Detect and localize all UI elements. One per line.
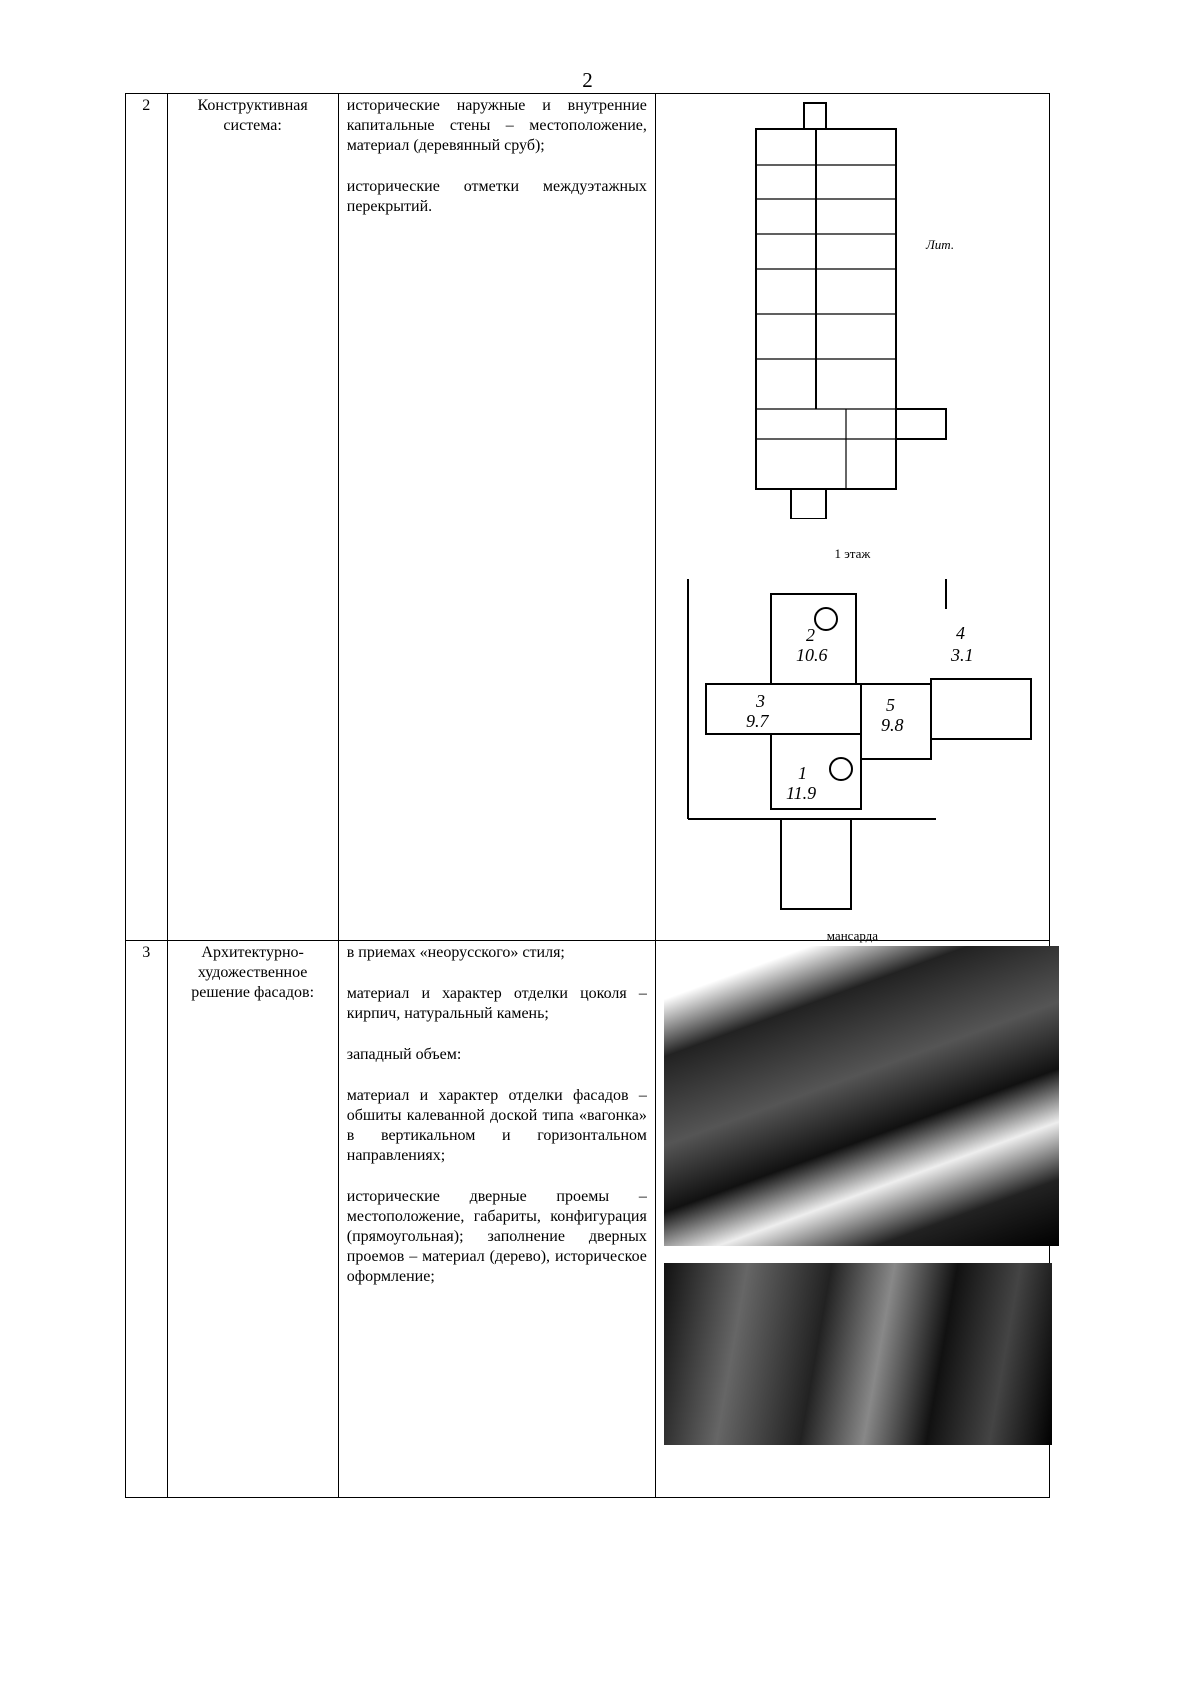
svg-text:3: 3 <box>755 691 765 711</box>
floor-plan-attic: 210.6 39.7 59.8 111.9 43.1 <box>686 579 1032 910</box>
paragraph: в приемах «неорусского» стиля; <box>346 944 565 961</box>
row-images <box>654 940 1059 1498</box>
paragraph: исторические наружные и внутренние капит… <box>346 97 647 154</box>
protected-elements-table: 2 Конструктивная система: исторические н… <box>125 93 1059 1498</box>
row-title: Архитектурно-художественное решение фаса… <box>166 940 339 1498</box>
row-description: в приемах «неорусского» стиля; материал … <box>337 940 656 1498</box>
image-caption: мансарда <box>826 928 879 943</box>
svg-text:5: 5 <box>886 695 895 715</box>
svg-text:Лит.: Лит. <box>925 237 954 252</box>
paragraph: исторические дверные проемы – местополож… <box>346 1188 647 1285</box>
svg-text:4: 4 <box>956 623 965 643</box>
row-description: исторические наружные и внутренние капит… <box>337 93 656 941</box>
svg-text:1: 1 <box>798 763 807 783</box>
svg-text:2: 2 <box>806 625 815 645</box>
svg-text:11.9: 11.9 <box>786 783 816 803</box>
svg-text:9.7: 9.7 <box>746 711 770 731</box>
image-caption: 1 этаж <box>834 546 871 561</box>
paragraph: исторические отметки междуэтажных перекр… <box>346 178 647 215</box>
floor-plan-1st-floor: Лит. <box>754 102 954 519</box>
paragraph: западный объем: <box>346 1046 462 1063</box>
row-number: 2 <box>125 93 168 941</box>
svg-text:10.6: 10.6 <box>796 645 828 665</box>
paragraph: материал и характер отделки фасадов – об… <box>346 1087 647 1164</box>
row-title: Конструктивная система: <box>166 93 339 941</box>
row-number: 3 <box>125 940 168 1498</box>
svg-text:9.8: 9.8 <box>881 715 904 735</box>
table-row: 2 Конструктивная система: исторические н… <box>125 93 1051 943</box>
facade-photo-1 <box>663 946 1059 1246</box>
svg-text:3.1: 3.1 <box>950 645 974 665</box>
page-number: 2 <box>582 68 593 92</box>
facade-photo-2 <box>663 1263 1052 1445</box>
table-row: 3 Архитектурно-художественное решение фа… <box>125 940 1059 1498</box>
paragraph: материал и характер отделки цоколя – кир… <box>346 985 647 1022</box>
